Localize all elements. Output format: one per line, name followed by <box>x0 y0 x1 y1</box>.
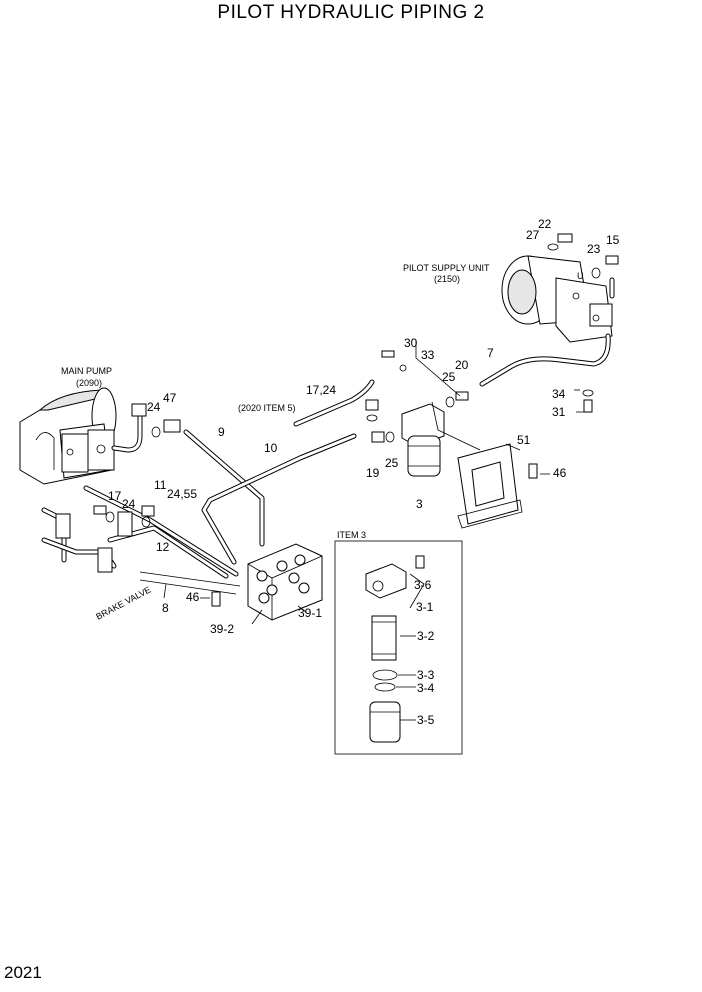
part-20: 20 <box>455 358 469 372</box>
part-24a: 24 <box>147 400 161 414</box>
part-11: 11 <box>154 478 167 492</box>
part-46a: 46 <box>553 466 567 480</box>
part-19: 19 <box>366 466 380 480</box>
main-pump-label: MAIN PUMP <box>61 366 112 376</box>
part-number-labels: 22 27 23 15 30 33 20 25 7 34 31 47 24 17… <box>108 217 620 727</box>
part-27: 27 <box>526 228 540 242</box>
part-3-5: 3-5 <box>417 713 435 727</box>
part-33: 33 <box>421 348 435 362</box>
part-39-2: 39-2 <box>210 622 234 636</box>
part-12: 12 <box>156 540 170 554</box>
part-3-3: 3-3 <box>417 668 435 682</box>
item3-detail-box <box>334 540 463 755</box>
page-title: PILOT HYDRAULIC PIPING 2 <box>217 2 485 23</box>
pilot-supply-unit-label: PILOT SUPPLY UNIT <box>403 263 490 273</box>
part-24-55: 24,55 <box>167 487 197 501</box>
part-25b: 25 <box>385 456 399 470</box>
part-46b: 46 <box>186 590 200 604</box>
part-31: 31 <box>552 405 566 419</box>
brake-valve-manifold-illustration <box>247 543 323 621</box>
part-17-24: 17,24 <box>306 383 336 397</box>
fittings-and-seals <box>93 233 619 607</box>
part-3-2: 3-2 <box>417 629 435 643</box>
part-30: 30 <box>404 336 418 350</box>
part-7: 7 <box>487 346 494 360</box>
main-pump-ref: (2090) <box>76 378 102 388</box>
part-22: 22 <box>538 217 552 231</box>
pilot-supply-unit-illustration <box>501 255 615 343</box>
part-3-6: 3-6 <box>414 578 432 592</box>
port-u-label: U <box>577 271 584 281</box>
part-3-4: 3-4 <box>417 681 435 695</box>
page-number: 2021 <box>4 963 42 982</box>
pilot-supply-unit-ref: (2150) <box>434 274 460 284</box>
part-15: 15 <box>606 233 620 247</box>
mounting-bracket-illustration <box>457 443 538 529</box>
part-9: 9 <box>218 425 225 439</box>
part-39-1: 39-1 <box>298 606 322 620</box>
item5-ref-label: (2020 ITEM 5) <box>238 403 296 413</box>
leader-lines <box>163 340 584 721</box>
part-10: 10 <box>264 441 278 455</box>
main-pump-illustration <box>19 387 147 485</box>
part-17: 17 <box>108 489 122 503</box>
pipes-and-hoses <box>41 333 611 595</box>
part-24b: 24 <box>122 497 136 511</box>
brake-valve-label: BRAKE VALVE <box>94 584 152 621</box>
part-47: 47 <box>163 391 177 405</box>
part-51: 51 <box>517 433 531 447</box>
part-23: 23 <box>587 242 601 256</box>
line-filter-illustration <box>401 403 445 477</box>
part-3: 3 <box>416 497 423 511</box>
part-3-1: 3-1 <box>416 600 434 614</box>
part-25a: 25 <box>442 370 456 384</box>
part-34: 34 <box>552 387 566 401</box>
item3-label: ITEM 3 <box>337 530 366 540</box>
part-8: 8 <box>162 601 169 615</box>
item3-detail-illustrations <box>365 555 425 743</box>
